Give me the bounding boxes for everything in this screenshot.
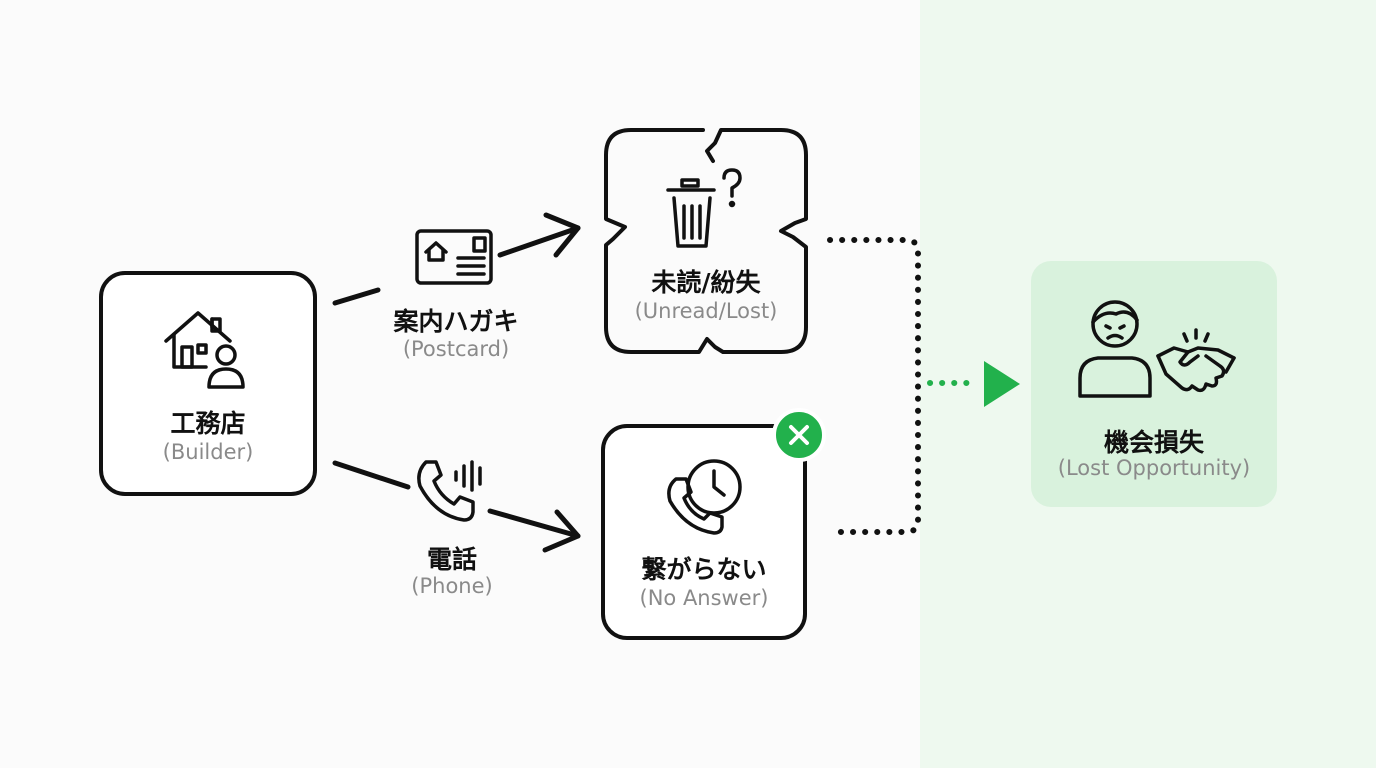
- house-person-icon: [164, 311, 245, 389]
- phone-signal-icon: [417, 460, 482, 522]
- no-answer-title: 繋がらない: [641, 555, 767, 584]
- handshake-icon: [1156, 328, 1236, 393]
- sad-person-icon: [1078, 300, 1152, 398]
- trash-question-icon: [666, 168, 742, 248]
- close-icon: [772, 408, 826, 462]
- arrow-to-noanswer: [332, 460, 581, 553]
- unread-lost-subtitle: (Unread/Lost): [634, 299, 778, 323]
- phone-subtitle: (Phone): [411, 574, 493, 598]
- builder-subtitle: (Builder): [162, 440, 254, 464]
- dotted-connector: [827, 237, 921, 535]
- lost-opportunity-title: 機会損失: [1103, 428, 1204, 457]
- lost-opportunity-box: [1031, 261, 1277, 507]
- arrow-to-unread: [332, 212, 581, 306]
- lost-opportunity-subtitle: (Lost Opportunity): [1057, 456, 1251, 480]
- phone-clock-icon: [667, 459, 742, 535]
- cracked-frame: [604, 128, 808, 354]
- builder-title: 工務店: [170, 409, 246, 438]
- unread-lost-title: 未読/紛失: [651, 268, 761, 297]
- play-arrow-icon: [984, 361, 1020, 407]
- no-answer-subtitle: (No Answer): [639, 586, 769, 610]
- green-dotted-connector: [927, 361, 1020, 407]
- postcard-title: 案内ハガキ: [393, 307, 519, 336]
- postcard-icon: [415, 229, 493, 285]
- phone-title: 電話: [426, 545, 477, 574]
- postcard-subtitle: (Postcard): [402, 337, 510, 361]
